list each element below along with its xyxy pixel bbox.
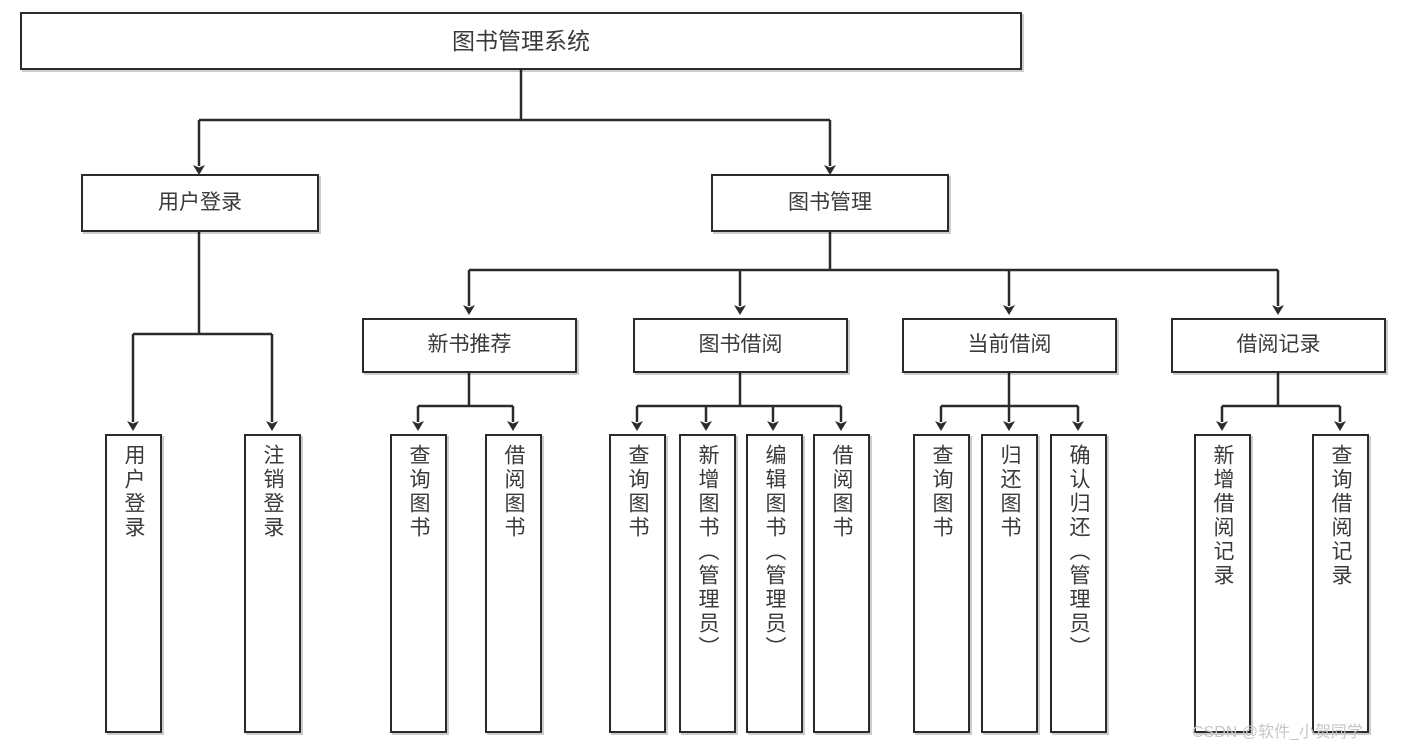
leaf-add-borrow-record[interactable]: 新增借阅记录 — [1194, 434, 1251, 733]
node-book-borrow[interactable]: 图书借阅 — [633, 318, 848, 373]
leaf-add-book-admin[interactable]: 新增图书（管理员） — [679, 434, 736, 733]
leaf-confirm-return-admin-label: 确认归还（管理员） — [1067, 444, 1090, 660]
leaf-query-books-current[interactable]: 查询图书 — [913, 434, 970, 733]
node-new-book-recommend-label: 新书推荐 — [427, 333, 512, 357]
node-borrow-records-label: 借阅记录 — [1236, 333, 1321, 357]
leaf-return-books[interactable]: 归还图书 — [981, 434, 1038, 733]
leaf-query-borrow-record[interactable]: 查询借阅记录 — [1312, 434, 1369, 733]
leaf-query-books-recommend-label: 查询图书 — [407, 444, 430, 540]
node-user-login-label: 用户登录 — [158, 190, 242, 214]
node-root-label: 图书管理系统 — [452, 27, 590, 54]
leaf-borrow-books-recommend[interactable]: 借阅图书 — [485, 434, 542, 733]
node-root[interactable]: 图书管理系统 — [20, 12, 1022, 70]
node-book-management[interactable]: 图书管理 — [711, 174, 949, 232]
node-current-borrow-label: 当前借阅 — [967, 333, 1052, 357]
leaf-borrow-books-recommend-label: 借阅图书 — [502, 444, 525, 540]
leaf-query-books-recommend[interactable]: 查询图书 — [390, 434, 447, 733]
node-user-login[interactable]: 用户登录 — [81, 174, 319, 232]
node-book-management-label: 图书管理 — [788, 190, 872, 214]
leaf-query-books-borrow[interactable]: 查询图书 — [609, 434, 666, 733]
leaf-add-book-admin-label: 新增图书（管理员） — [696, 444, 719, 660]
leaf-user-login-label: 用户登录 — [122, 444, 145, 540]
watermark: CSDN @软件_小贺同学 — [1192, 724, 1363, 741]
leaf-query-borrow-record-label: 查询借阅记录 — [1329, 444, 1352, 588]
node-current-borrow[interactable]: 当前借阅 — [902, 318, 1117, 373]
node-borrow-records[interactable]: 借阅记录 — [1171, 318, 1386, 373]
leaf-query-books-current-label: 查询图书 — [930, 444, 953, 540]
leaf-return-books-label: 归还图书 — [998, 444, 1021, 540]
node-new-book-recommend[interactable]: 新书推荐 — [362, 318, 577, 373]
leaf-query-books-borrow-label: 查询图书 — [626, 444, 649, 540]
leaf-borrow-books-borrow[interactable]: 借阅图书 — [813, 434, 870, 733]
leaf-logout[interactable]: 注销登录 — [244, 434, 301, 733]
node-book-borrow-label: 图书借阅 — [698, 333, 783, 357]
leaf-add-borrow-record-label: 新增借阅记录 — [1211, 444, 1234, 588]
leaf-user-login[interactable]: 用户登录 — [105, 434, 162, 733]
leaf-confirm-return-admin[interactable]: 确认归还（管理员） — [1050, 434, 1107, 733]
leaf-edit-book-admin-label: 编辑图书（管理员） — [763, 444, 786, 660]
leaf-logout-label: 注销登录 — [261, 444, 284, 540]
leaf-borrow-books-borrow-label: 借阅图书 — [830, 444, 853, 540]
leaf-edit-book-admin[interactable]: 编辑图书（管理员） — [746, 434, 803, 733]
